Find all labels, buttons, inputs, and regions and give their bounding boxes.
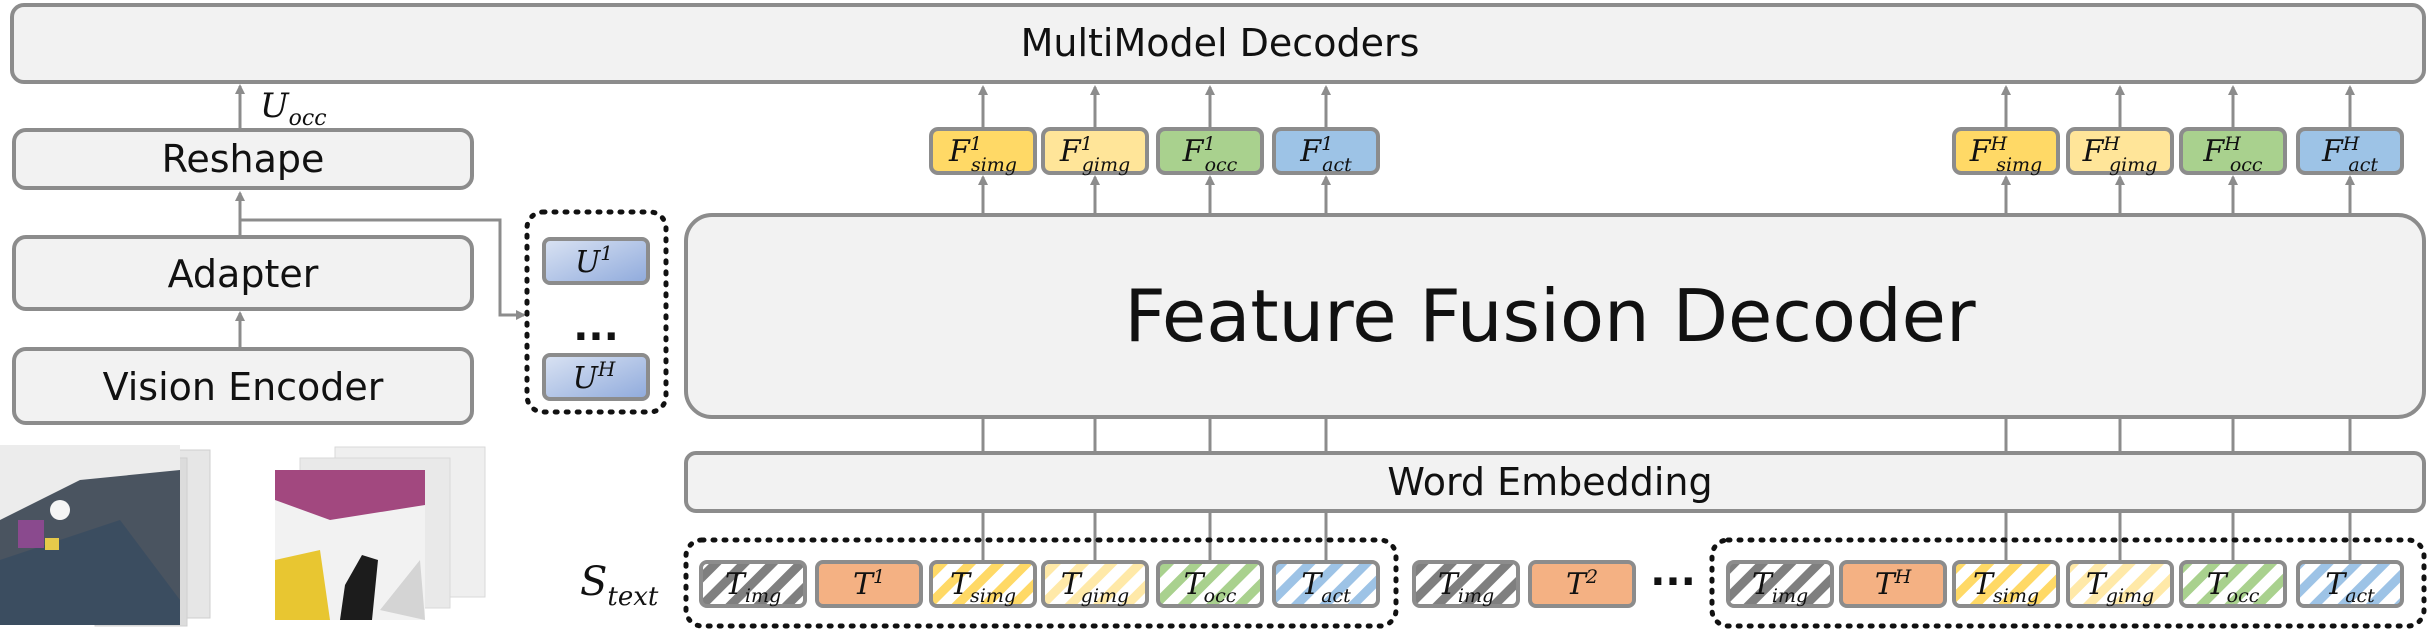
- feature-step1-simg-box: [929, 127, 1037, 175]
- feature-fusion-decoder-label: Feature Fusion Decoder: [1124, 274, 1976, 358]
- token-group-1-border: [683, 537, 1399, 629]
- group3-token-1-label: TH: [1875, 566, 1912, 602]
- group3-token-2-label: Tsimg: [1973, 567, 2039, 607]
- group1-token-5-label: Tact: [1301, 567, 1351, 607]
- u-tokens-group: [524, 209, 669, 415]
- multimodel-decoders-label: MultiModel Decoders: [1021, 21, 1420, 65]
- vision-encoder-box: [12, 347, 474, 425]
- u-tokens-ellipsis: ...: [573, 304, 619, 350]
- input-image-right: [275, 446, 486, 620]
- group3-token-0: [1726, 560, 1834, 608]
- u-occ-label: Uocc: [260, 86, 327, 131]
- u1-token-label: U1: [575, 241, 613, 280]
- group1-token-3-label: Tgimg: [1061, 567, 1129, 607]
- group1-token-0: [699, 560, 807, 608]
- group2-token-0: [1412, 560, 1520, 608]
- adapter-to-u-tokens-arrow: [240, 218, 526, 320]
- group1-token-4: [1156, 560, 1264, 608]
- s-text-label: Stext: [580, 559, 659, 612]
- group1-token-2-label: Tsimg: [950, 567, 1016, 607]
- adapter-label: Adapter: [168, 252, 319, 296]
- word-embedding-box: [684, 451, 2426, 513]
- group2-token-1-label: T2: [1566, 566, 1598, 602]
- group1-token-0-label: Timg: [725, 567, 781, 607]
- group3-token-2: [1952, 560, 2060, 608]
- input-image-left: [0, 445, 211, 627]
- feature-stepH-gimg-box: [2066, 127, 2174, 175]
- group1-token-4-label: Tocc: [1184, 567, 1237, 607]
- token-ellipsis: ···: [1650, 559, 1696, 605]
- token-group-3-border: [1709, 537, 2427, 629]
- group3-token-3: [2066, 560, 2174, 608]
- feature-fusion-decoder-box: [684, 213, 2426, 419]
- group3-token-5-label: Tact: [2325, 567, 2375, 607]
- adapter-box: [12, 235, 474, 311]
- group1-token-1-label: T1: [853, 566, 885, 602]
- feature-stepH-act-box: [2296, 127, 2404, 175]
- reshape-label: Reshape: [162, 137, 325, 181]
- reshape-box: [12, 128, 474, 190]
- text-tokens: Timg T1 Tsimg Tgimg Tocc Tact Timg T2 Timg TH Tsim…: [699, 560, 2404, 608]
- group3-token-5: [2296, 560, 2404, 608]
- vision-encoder-label: Vision Encoder: [103, 365, 384, 409]
- group3-token-3-label: Tgimg: [2086, 567, 2154, 607]
- uh-token-label: UH: [573, 357, 616, 396]
- group3-token-1: [1839, 560, 1947, 608]
- group3-token-0-label: Timg: [1752, 567, 1808, 607]
- connector-lines: [978, 85, 2355, 560]
- group2-token-0-label: Timg: [1438, 567, 1494, 607]
- feature-stepH-simg-box: [1952, 127, 2060, 175]
- group3-token-4: [2179, 560, 2287, 608]
- feature-step1-occ-box: [1156, 127, 1264, 175]
- group1-token-3: [1041, 560, 1149, 608]
- feature-stepH-occ-box: [2179, 127, 2287, 175]
- word-embedding-label: Word Embedding: [1387, 460, 1712, 504]
- feature-step1-gimg-box: [1041, 127, 1149, 175]
- group1-token-1: [815, 560, 923, 608]
- feature-step1-act-box: [1272, 127, 1380, 175]
- multimodel-decoders-box: [10, 3, 2426, 84]
- group2-token-1: [1528, 560, 1636, 608]
- uh-token: [542, 353, 650, 401]
- group1-token-5: [1272, 560, 1380, 608]
- u1-token: [542, 237, 650, 285]
- group3-token-4-label: Tocc: [2207, 567, 2260, 607]
- group1-token-2: [929, 560, 1037, 608]
